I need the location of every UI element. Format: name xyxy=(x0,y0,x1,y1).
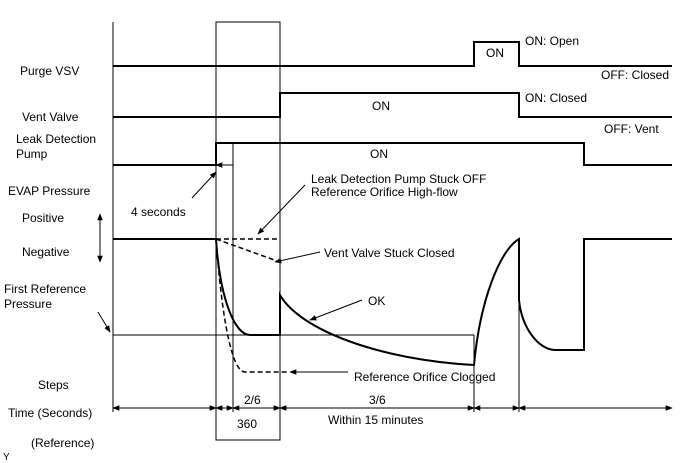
label-negative: Negative xyxy=(22,245,70,259)
vent-stuck-closed-label: Vent Valve Stuck Closed xyxy=(324,246,455,260)
purge-on-open-label: ON: Open xyxy=(525,34,579,48)
vent-valve-signal xyxy=(113,92,672,118)
step-3-6-label: 3/6 xyxy=(369,393,386,407)
vent-on-label: ON xyxy=(372,99,390,113)
four-seconds-label: 4 seconds xyxy=(131,205,186,219)
purge-vsv-signal xyxy=(113,41,672,67)
pump-stuck-off-label: Leak Detection Pump Stuck OFF xyxy=(311,172,486,186)
label-reference: (Reference) xyxy=(31,436,94,450)
vent-stuck-closed-curve xyxy=(215,238,281,263)
time-within-label: Within 15 minutes xyxy=(328,413,423,427)
purge-off-closed-label: OFF: Closed xyxy=(601,68,669,82)
label-leak-pump-line2: Pump xyxy=(16,147,48,161)
ok-arrow xyxy=(309,299,363,321)
purge-on-label: ON xyxy=(486,46,504,60)
evap-pressure-ok-curve xyxy=(113,237,672,367)
first-reference-arrow xyxy=(97,311,111,333)
ok-label: OK xyxy=(368,294,385,308)
ref-clogged-curve xyxy=(215,238,288,373)
label-time-seconds: Time (Seconds) xyxy=(8,406,92,420)
label-leak-pump-line1: Leak Detection xyxy=(16,132,96,146)
step-2-6-label: 2/6 xyxy=(244,393,261,407)
step-1-box xyxy=(215,21,281,441)
vent-off-vent-label: OFF: Vent xyxy=(604,122,659,136)
four-seconds-arrow xyxy=(191,171,217,199)
label-positive: Positive xyxy=(22,211,64,225)
label-steps: Steps xyxy=(38,378,69,392)
vent-on-closed-label: ON: Closed xyxy=(525,91,587,105)
corner-mark: Y xyxy=(3,452,10,463)
vent-stuck-closed-arrow xyxy=(274,251,321,264)
pump-on-label: ON xyxy=(370,147,388,161)
label-first-reference-line1: First Reference xyxy=(4,282,86,296)
leak-pump-signal xyxy=(113,142,672,166)
label-vent-valve: Vent Valve xyxy=(22,110,79,124)
label-evap-pressure: EVAP Pressure xyxy=(8,184,91,198)
time-360-label: 360 xyxy=(237,417,257,431)
ref-clogged-label: Reference Orifice Clogged xyxy=(354,370,495,384)
ref-high-flow-label: Reference Orifice High-flow xyxy=(311,185,458,199)
label-first-reference-line2: Pressure xyxy=(4,297,52,311)
pump-stuck-off-arrow xyxy=(257,184,306,235)
label-purge-vsv: Purge VSV xyxy=(20,64,79,78)
